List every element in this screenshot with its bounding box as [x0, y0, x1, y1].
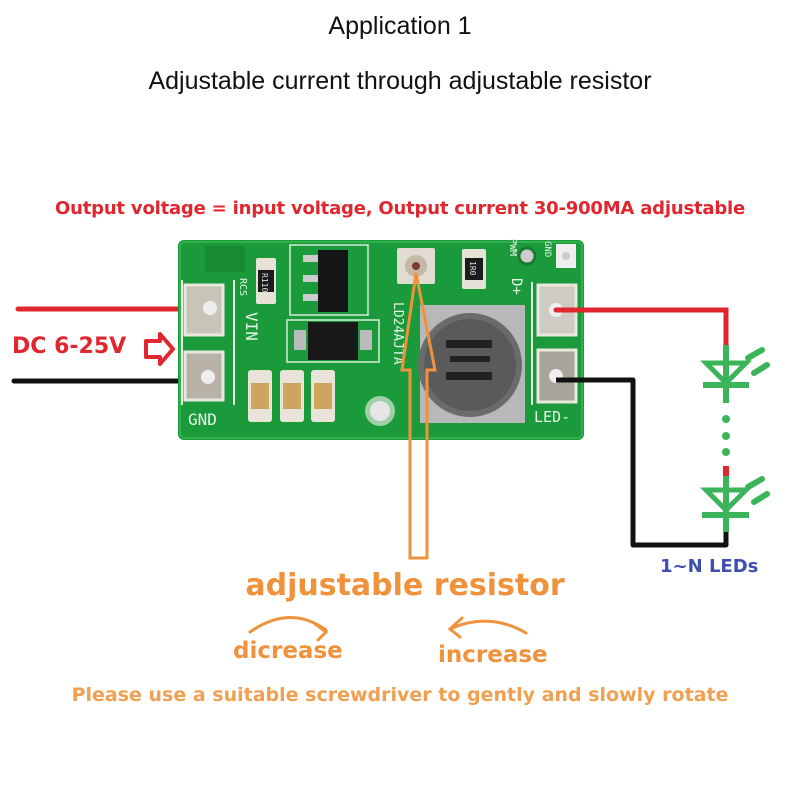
driver-ic: [308, 322, 358, 360]
silk-r110: R110: [260, 273, 269, 292]
ellipsis-dots: [722, 415, 730, 456]
silk-rcs: RCS: [237, 278, 248, 296]
silk-1r0: 1R0: [468, 261, 477, 276]
led-count-label: 1~N LEDs: [660, 556, 759, 577]
mosfet-chip: [318, 250, 348, 312]
right-arrow-icon: [144, 332, 175, 366]
clockwise-arrow-icon: [248, 616, 329, 642]
output-negative-wire: [556, 377, 729, 548]
silk-pwm: PWM: [507, 238, 518, 256]
silk-gnd: GND: [188, 410, 217, 429]
increase-label: increase: [438, 642, 548, 668]
input-voltage-label: DC 6-25V: [12, 334, 127, 359]
silk-d-plus: D+: [508, 278, 524, 295]
page-subtitle: Adjustable current through adjustable re…: [148, 67, 652, 95]
pointer-arrow: [400, 272, 437, 560]
silk-vin: VIN: [242, 312, 261, 341]
silk-led-minus: LED-: [534, 408, 570, 426]
decrease-label: dicrease: [233, 638, 343, 664]
page-title: Application 1: [328, 12, 472, 40]
silk-gnd-small: GND: [542, 241, 552, 257]
led-icon: [699, 476, 770, 532]
led-icon: [699, 345, 770, 403]
adjustable-resistor-label: adjustable resistor: [245, 568, 565, 603]
driver-board: GND VIN RCS R110 LD24AJTA: [178, 238, 584, 440]
capacitors: [248, 370, 335, 422]
counterclockwise-arrow-icon: [447, 616, 528, 639]
vin-pad: [183, 283, 225, 337]
silk-chip: LD24AJTA: [390, 302, 405, 365]
output-positive-wire: [553, 307, 729, 348]
spec-note: Output voltage = input voltage, Output c…: [55, 198, 745, 219]
gnd-pad: [183, 350, 225, 402]
rotation-hint: Please use a suitable screwdriver to gen…: [71, 684, 729, 706]
